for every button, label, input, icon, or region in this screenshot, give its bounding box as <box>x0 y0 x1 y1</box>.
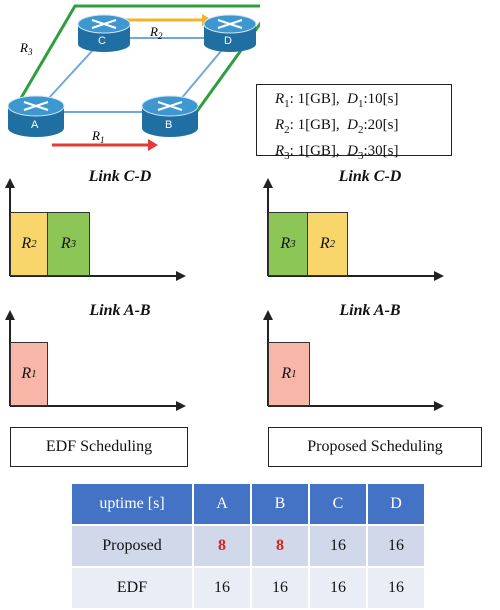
router-a-icon <box>7 95 65 137</box>
router-d-icon <box>203 14 257 52</box>
table-header-cell: C <box>309 484 368 526</box>
route-r1-arrowhead <box>148 139 158 151</box>
edf-scheduling-label: EDF Scheduling <box>10 427 188 467</box>
route-r3-label: R3 <box>19 40 33 57</box>
route-r3-path <box>12 4 260 133</box>
route-r1-label: R1 <box>91 128 104 145</box>
edf-link-cd-title: Link C-D <box>88 168 152 185</box>
node-b-label: B <box>165 119 172 131</box>
table-cell: 16 <box>367 525 426 568</box>
node-d-label: D <box>224 35 232 47</box>
table-header-cell: B <box>251 484 310 526</box>
table-cell: Proposed <box>72 525 194 568</box>
edf-link-ab-title: Link A-B <box>89 302 151 319</box>
node-a-label: A <box>31 119 39 131</box>
table-header-cell: A <box>193 484 252 526</box>
table-cell: 16 <box>367 567 426 610</box>
proposed-link-ab-title: Link A-B <box>339 302 401 319</box>
table-row: EDF 16 16 16 16 <box>72 567 426 610</box>
router-c-icon <box>77 14 131 52</box>
route-r2-label: R2 <box>149 24 163 41</box>
uptime-table: uptime [s] A B C D Proposed 8 8 16 16 ED… <box>72 484 426 610</box>
table-cell: 16 <box>193 567 252 610</box>
table-header-cell: uptime [s] <box>72 484 194 526</box>
node-c-label: C <box>98 35 106 47</box>
route-legend: R1: 1[GB], D1:10[s] R2: 1[GB], D2:20[s] … <box>256 84 452 162</box>
proposed-link-cd-title: Link C-D <box>338 168 402 185</box>
table-header-cell: D <box>367 484 426 526</box>
legend-line-r3: R3: 1[GB], D3:30[s] <box>275 143 399 162</box>
table-cell: 16 <box>309 567 368 610</box>
router-b-icon <box>141 95 199 137</box>
legend-line-r1: R1: 1[GB], D1:10[s] <box>275 91 399 110</box>
legend-line-r2: R2: 1[GB], D2:20[s] <box>275 117 399 136</box>
table-cell: 16 <box>251 567 310 610</box>
table-row: Proposed 8 8 16 16 <box>72 525 426 568</box>
table-header-row: uptime [s] A B C D <box>72 484 426 526</box>
proposed-scheduling-label: Proposed Scheduling <box>268 427 482 467</box>
table-cell: EDF <box>72 567 194 610</box>
table-cell-highlight: 8 <box>251 525 310 568</box>
network-diagram: C D A B R3 R2 R1 <box>7 4 260 151</box>
table-cell: 16 <box>309 525 368 568</box>
table-cell-highlight: 8 <box>193 525 252 568</box>
